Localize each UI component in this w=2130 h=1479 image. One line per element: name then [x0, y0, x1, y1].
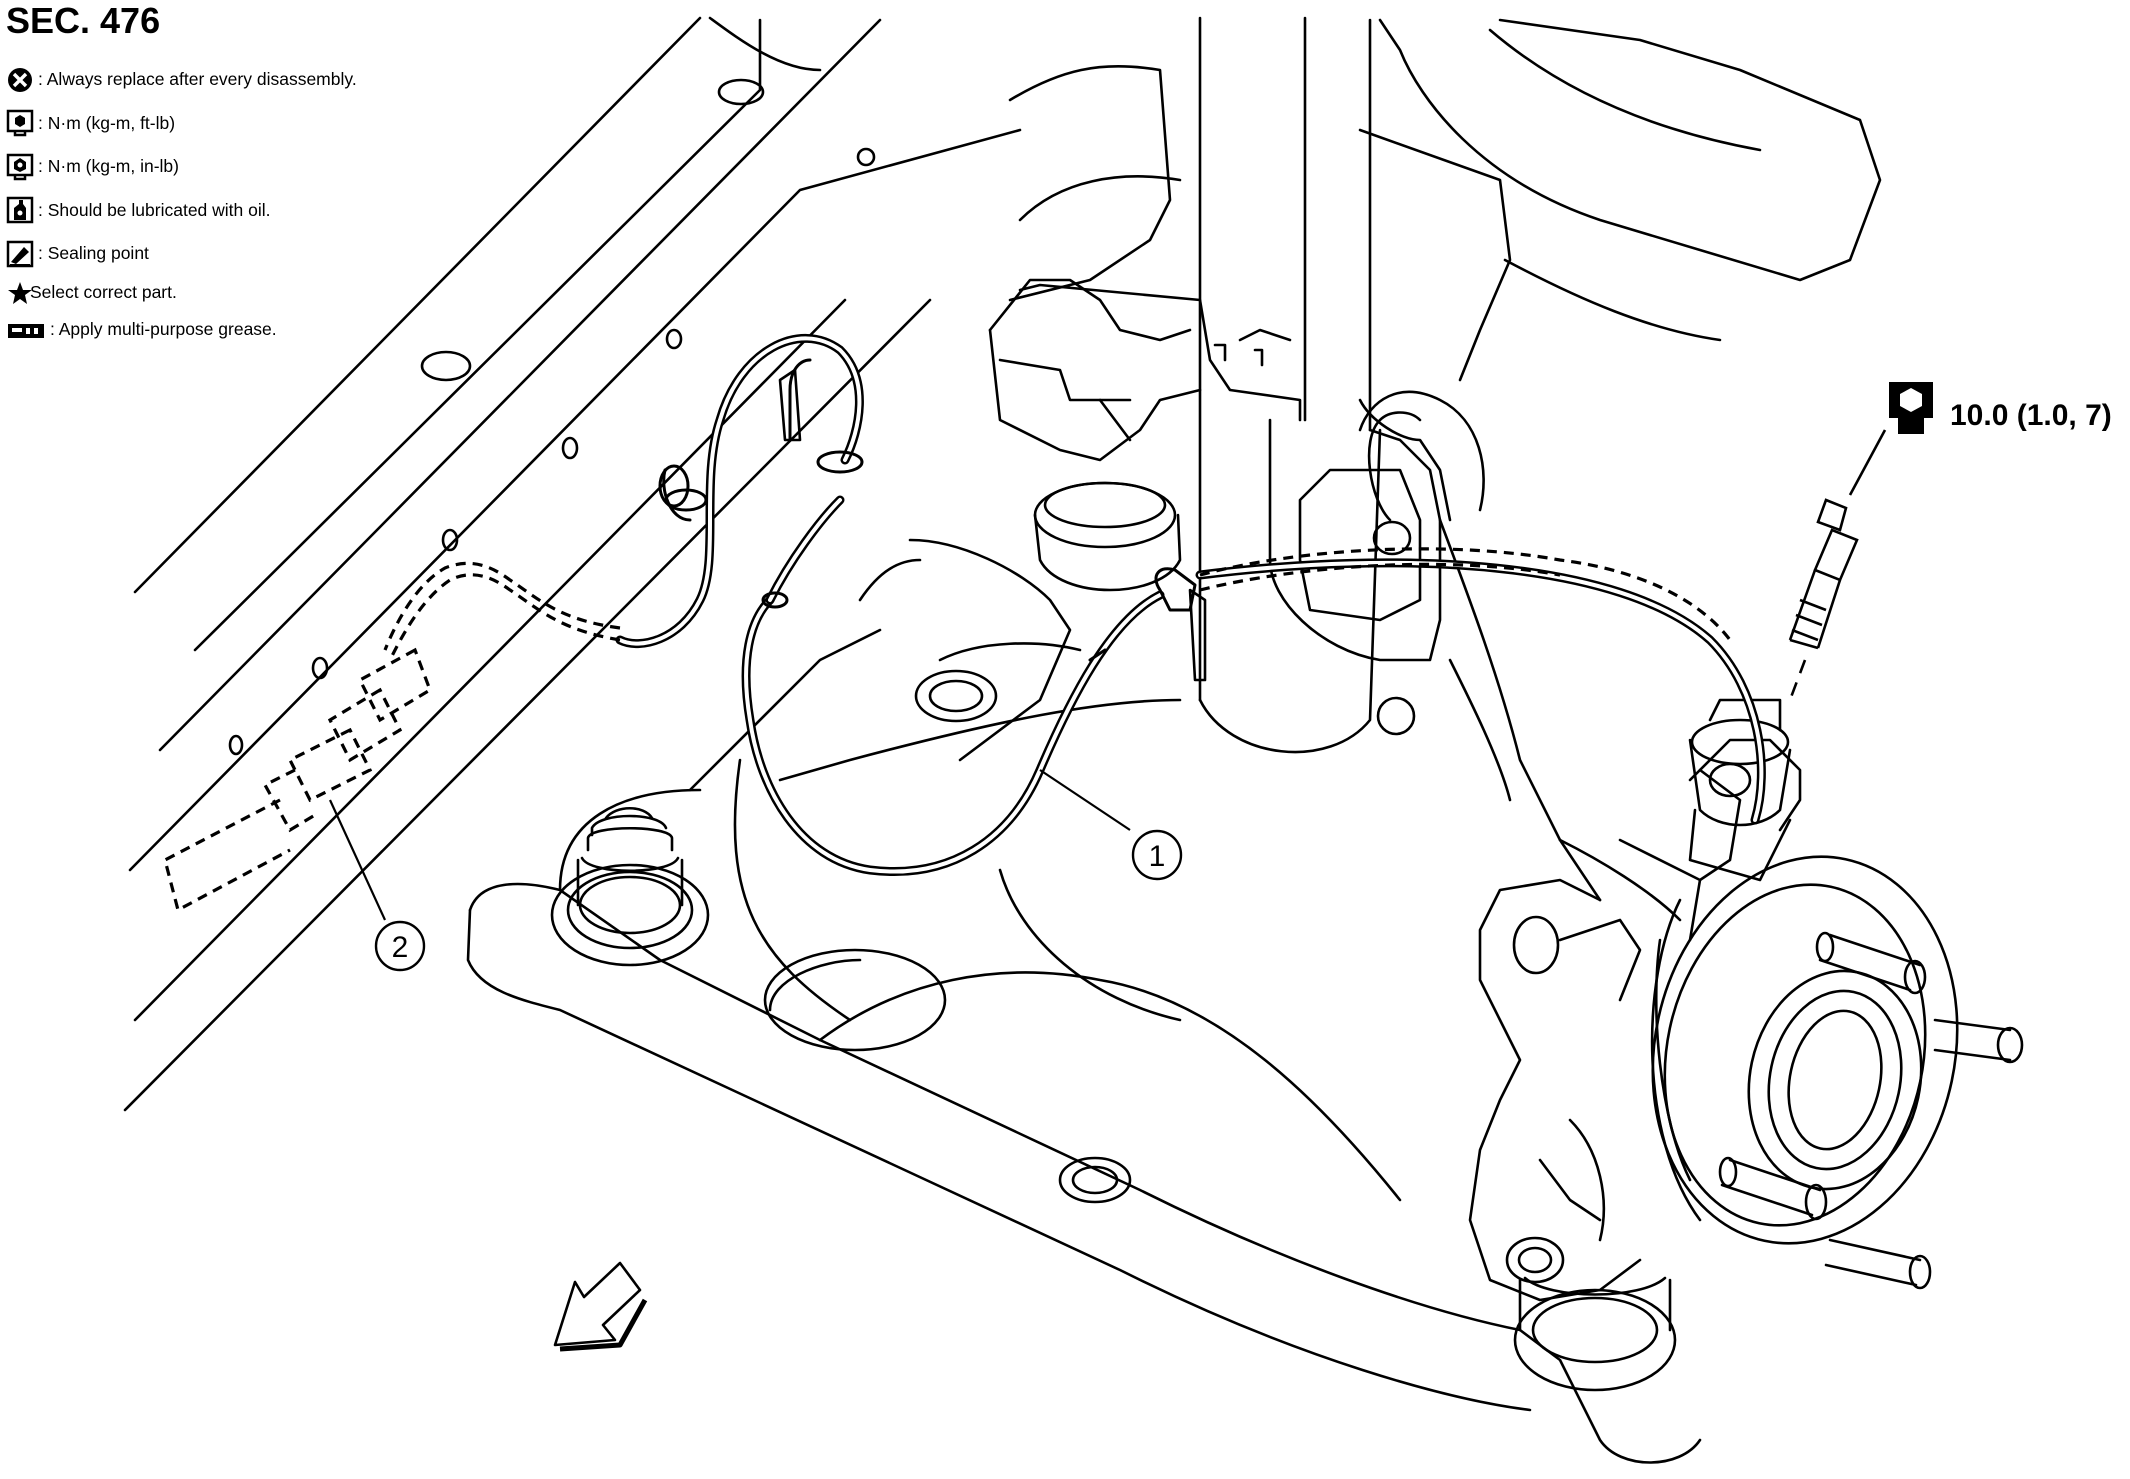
legend-row-replace: : Always replace after every disassembly… [6, 58, 357, 102]
oil-can-icon [6, 196, 34, 224]
legend-row-star: Select correct part. [6, 276, 357, 310]
wheel-hub [1650, 855, 1959, 1245]
torque-ft-lb-icon [6, 109, 34, 137]
torque-ft-lb-icon [1889, 382, 1933, 434]
star-icon [6, 279, 32, 307]
callout-part-1: 1 [1039, 769, 1183, 881]
legend-row-sealing: : Sealing point [6, 232, 357, 276]
ball-joint-lower [1513, 1276, 1677, 1392]
replace-x-icon [6, 66, 34, 94]
legend-text-star: Select correct part. [30, 282, 177, 302]
sensor-mount-boss [1688, 698, 1792, 882]
torque-value: 10.0 (1.0, 7) [1950, 399, 2112, 432]
legend-row-grease: : Apply multi-purpose grease. [6, 310, 357, 350]
hidden-harness [163, 547, 1732, 913]
torque-spec: 10.0 (1.0, 7) [1889, 382, 2112, 434]
torque-in-lb-icon [6, 153, 34, 181]
legend-text-oil: : Should be lubricated with oil. [38, 199, 271, 220]
steering-knuckle [1438, 518, 1802, 1302]
section-title: SEC. 476 [6, 0, 161, 41]
callout-label-1: 1 [1149, 840, 1166, 873]
legend-text-torque-ft-lb: : N·m (kg-m, ft-lb) [38, 112, 176, 133]
arm-holes [763, 669, 1132, 1204]
front-direction-arrow-icon [553, 1261, 648, 1352]
upper-body-panel [1008, 18, 1882, 382]
wheel-studs [1718, 931, 2024, 1290]
sensor-bolt [1788, 429, 1887, 701]
legend-text-sealing: : Sealing point [38, 243, 149, 264]
body-side-member [123, 16, 1022, 1112]
legend-text-grease: : Apply multi-purpose grease. [50, 319, 277, 339]
sensor-harness [615, 334, 1766, 876]
legend-text-replace: : Always replace after every disassembly… [38, 69, 357, 90]
spring-seat-bracket [988, 278, 1302, 592]
legend-row-torque-ft-lb: : N·m (kg-m, ft-lb) [6, 102, 357, 146]
legend-row-torque-in-lb: : N·m (kg-m, in-lb) [6, 145, 357, 189]
sealing-point-icon [6, 240, 34, 268]
strut [1198, 16, 1382, 754]
callout-part-2: 2 [329, 799, 426, 972]
grease-icon [6, 316, 46, 344]
legend-row-oil: : Should be lubricated with oil. [6, 189, 357, 233]
ball-joint-left [550, 806, 710, 967]
callout-label-2: 2 [392, 931, 409, 964]
lower-control-arm [466, 538, 1702, 1464]
symbol-legend: : Always replace after every disassembly… [6, 58, 357, 350]
legend-text-torque-in-lb: : N·m (kg-m, in-lb) [38, 156, 179, 177]
